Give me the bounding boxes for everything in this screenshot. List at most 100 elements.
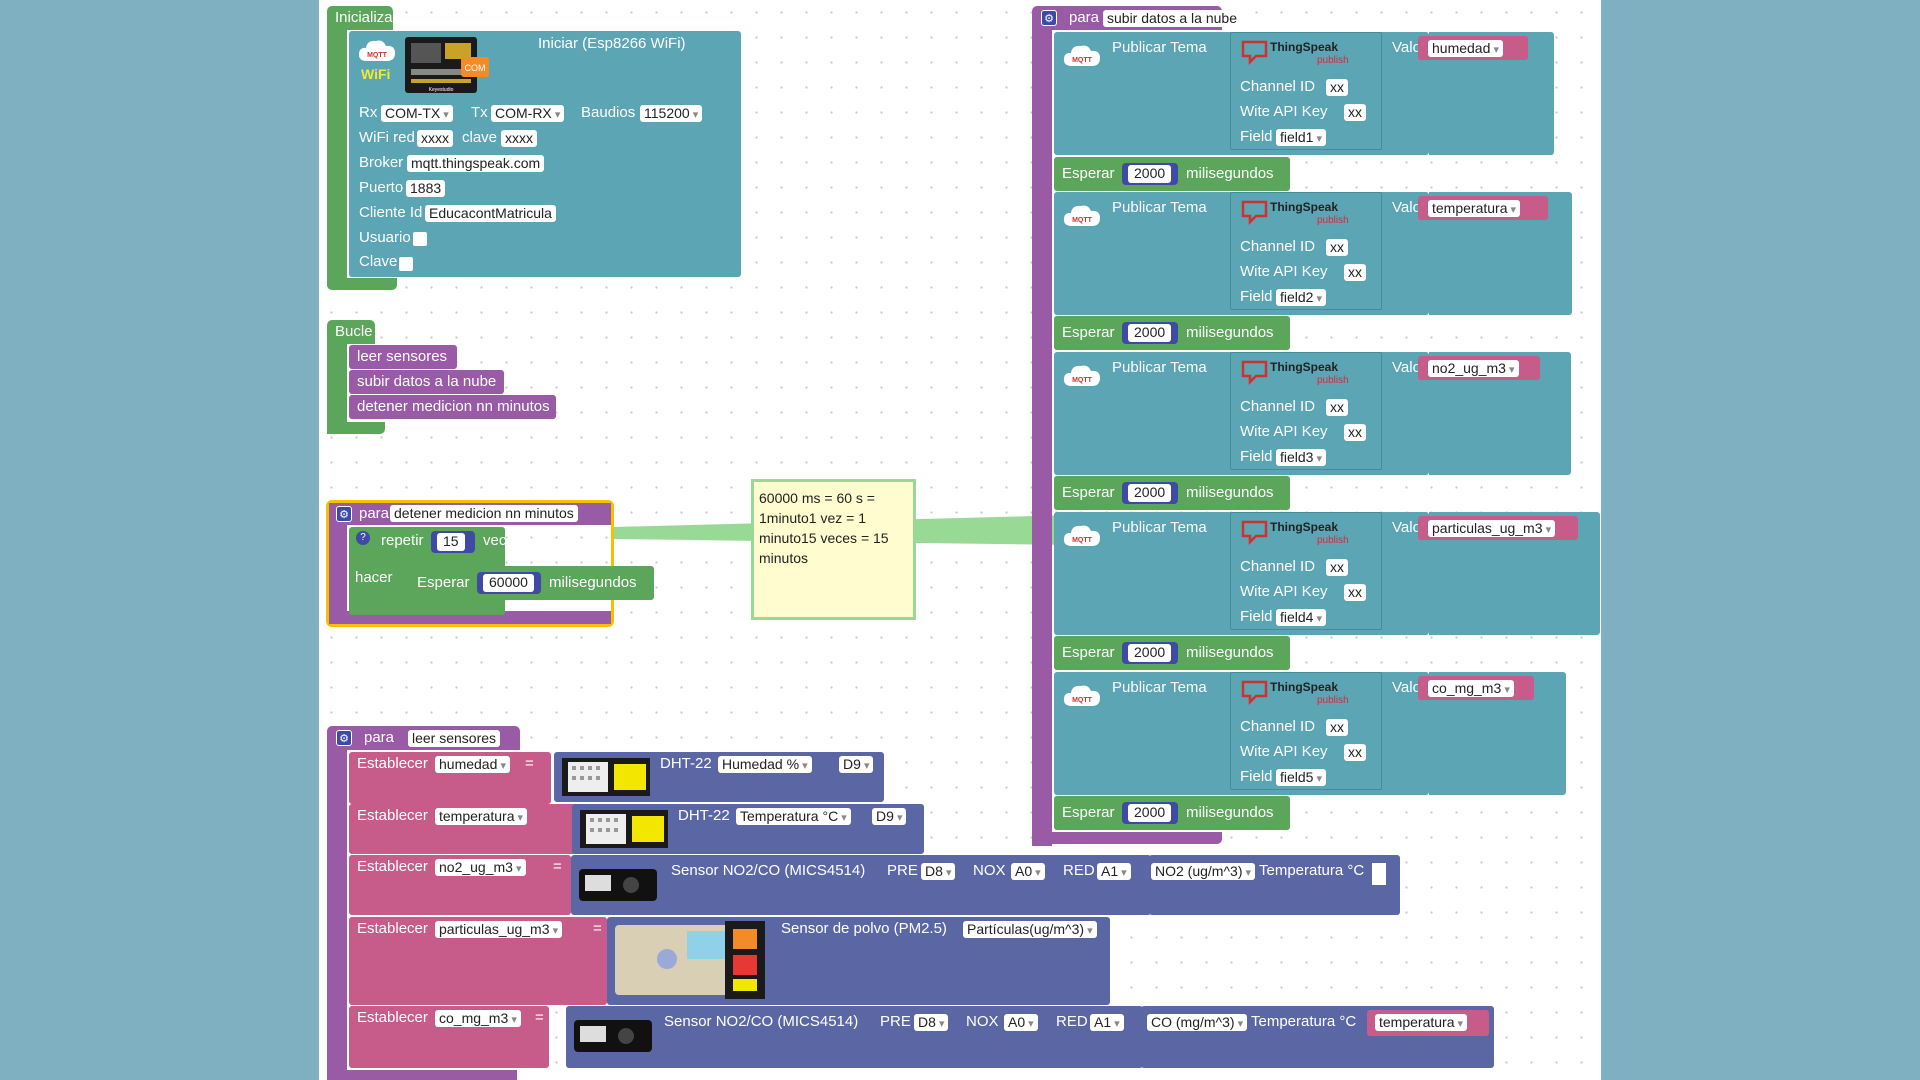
- client-id-input[interactable]: EducacontMatricula: [425, 205, 556, 222]
- dht22-humidity-block[interactable]: DHT-22 Humedad % D9: [554, 752, 884, 802]
- stop-procedure-name[interactable]: detener medicion nn minutos: [390, 505, 578, 522]
- wait-ms-input[interactable]: 60000: [477, 572, 541, 594]
- gear-icon[interactable]: ⚙: [336, 506, 352, 522]
- tx-dropdown[interactable]: COM-RX: [491, 105, 565, 122]
- user-input[interactable]: [413, 232, 427, 246]
- set-particulas-block[interactable]: Establecer particulas_ug_m3 =: [349, 917, 607, 1005]
- dht22-measure-dropdown[interactable]: Temperatura °C: [736, 808, 851, 825]
- set-co-block[interactable]: Establecer co_mg_m3 =: [349, 1006, 549, 1068]
- port-input[interactable]: 1883: [406, 180, 446, 197]
- broker-input[interactable]: mqtt.thingspeak.com: [407, 155, 545, 172]
- api-key-input[interactable]: xx: [1344, 424, 1366, 441]
- upload-procedure-header[interactable]: ⚙ para subir datos a la nube: [1032, 6, 1241, 30]
- wait-2000-block-4[interactable]: Esperar 2000 milisegundos: [1054, 636, 1290, 670]
- upload-procedure-name[interactable]: subir datos a la nube: [1103, 10, 1241, 27]
- mics4514-no2-block[interactable]: Sensor NO2/CO (MICS4514) PRE D8 NOX A0 R…: [571, 855, 1151, 915]
- init-hat-block[interactable]: Inicializar: [327, 6, 398, 30]
- read-procedure-header[interactable]: ⚙ para leer sensores: [327, 726, 520, 750]
- dht22-measure-dropdown[interactable]: Humedad %: [718, 756, 812, 773]
- var-humedad-dropdown[interactable]: humedad: [435, 756, 510, 773]
- rx-dropdown[interactable]: COM-TX: [381, 105, 453, 122]
- field-dropdown[interactable]: field4: [1276, 609, 1327, 626]
- wifi-ssid-input[interactable]: xxxx: [417, 130, 453, 147]
- temperatura-var-dropdown[interactable]: temperatura: [1375, 1014, 1468, 1031]
- read-procedure-name[interactable]: leer sensores: [408, 730, 501, 747]
- channel-id-input[interactable]: xx: [1326, 559, 1348, 576]
- dust-sensor-block[interactable]: Sensor de polvo (PM2.5) Partículas(ug/m^…: [607, 917, 1110, 1005]
- api-key-input[interactable]: xx: [1344, 744, 1366, 761]
- gas-type-dropdown[interactable]: NO2 (ug/m^3): [1151, 863, 1256, 880]
- gas-type-dropdown[interactable]: CO (mg/m^3): [1147, 1014, 1248, 1031]
- valor-var-dropdown[interactable]: humedad: [1428, 40, 1503, 57]
- var-particulas-dropdown[interactable]: particulas_ug_m3: [435, 921, 563, 938]
- api-key-input[interactable]: xx: [1344, 104, 1366, 121]
- channel-id-input[interactable]: xx: [1326, 79, 1348, 96]
- call-leer-sensores[interactable]: leer sensores: [349, 345, 457, 369]
- field-dropdown[interactable]: field5: [1276, 769, 1327, 786]
- pre-pin-dropdown[interactable]: D8: [914, 1014, 949, 1031]
- set-humedad-block[interactable]: Establecer humedad =: [349, 752, 551, 804]
- field-dropdown[interactable]: field2: [1276, 289, 1327, 306]
- call-detener-medicion[interactable]: detener medicion nn minutos: [349, 395, 556, 419]
- wait-ms-input[interactable]: 2000: [1122, 802, 1178, 824]
- empty-input-socket[interactable]: [1372, 863, 1386, 885]
- mics4514-no2-block-ext[interactable]: NO2 (ug/m^3) Temperatura °C: [1149, 855, 1400, 915]
- password-input[interactable]: [399, 257, 413, 271]
- stop-procedure-block[interactable]: ⚙ para detener medicion nn minutos ? rep…: [326, 500, 654, 627]
- mics4514-co-block-ext[interactable]: CO (mg/m^3) Temperatura °C temperatura: [1141, 1006, 1494, 1068]
- wait-2000-block-5[interactable]: Esperar 2000 milisegundos: [1054, 796, 1290, 830]
- api-key-input[interactable]: xx: [1344, 584, 1366, 601]
- wait-ms-input[interactable]: 2000: [1122, 322, 1178, 344]
- comment-text[interactable]: 60000 ms = 60 s = 1minuto1 vez = 1 minut…: [759, 490, 889, 566]
- gear-icon[interactable]: ⚙: [336, 730, 352, 746]
- call-subir-datos[interactable]: subir datos a la nube: [349, 370, 504, 394]
- field-dropdown[interactable]: field3: [1276, 449, 1327, 466]
- comment-bubble[interactable]: 60000 ms = 60 s = 1minuto1 vez = 1 minut…: [751, 479, 916, 620]
- valor-var-dropdown[interactable]: temperatura: [1428, 200, 1521, 217]
- publish-block-2[interactable]: MQTT Publicar Tema: [1054, 192, 1254, 315]
- wait-ms-input[interactable]: 2000: [1122, 482, 1178, 504]
- api-key-input[interactable]: xx: [1344, 264, 1366, 281]
- repeat-count-input[interactable]: 15: [431, 531, 475, 553]
- dht22-pin-dropdown[interactable]: D9: [839, 756, 874, 773]
- wait-2000-block-1[interactable]: Esperar 2000 milisegundos: [1054, 157, 1290, 191]
- valor-var-block-3[interactable]: no2_ug_m3: [1418, 356, 1540, 380]
- valor-var-dropdown[interactable]: co_mg_m3: [1428, 680, 1514, 697]
- channel-id-input[interactable]: xx: [1326, 399, 1348, 416]
- dht22-pin-dropdown[interactable]: D9: [872, 808, 907, 825]
- baud-dropdown[interactable]: 115200: [640, 105, 703, 122]
- var-no2-dropdown[interactable]: no2_ug_m3: [435, 859, 526, 876]
- red-pin-dropdown[interactable]: A1: [1097, 863, 1131, 880]
- red-pin-dropdown[interactable]: A1: [1090, 1014, 1124, 1031]
- publish-block-5[interactable]: MQTT Publicar Tema: [1054, 672, 1254, 795]
- help-icon[interactable]: ?: [356, 531, 370, 545]
- field-dropdown[interactable]: field1: [1276, 129, 1327, 146]
- valor-var-dropdown[interactable]: particulas_ug_m3: [1428, 520, 1556, 537]
- channel-id-input[interactable]: xx: [1326, 719, 1348, 736]
- publish-block-1[interactable]: MQTT Publicar Tema: [1054, 32, 1254, 155]
- set-temperatura-block[interactable]: Establecer temperatura =: [349, 804, 591, 854]
- esp8266-init-block[interactable]: MQTT WiFi COM Keyestudio Iniciar (Esp826…: [349, 31, 741, 277]
- set-no2-block[interactable]: Establecer no2_ug_m3 =: [349, 855, 571, 915]
- pre-pin-dropdown[interactable]: D8: [921, 863, 956, 880]
- valor-var-block-2[interactable]: temperatura: [1418, 196, 1548, 220]
- dht22-temperature-block[interactable]: DHT-22 Temperatura °C D9: [572, 804, 924, 854]
- channel-id-input[interactable]: xx: [1326, 239, 1348, 256]
- wifi-pass-input[interactable]: xxxx: [501, 130, 537, 147]
- valor-var-dropdown[interactable]: no2_ug_m3: [1428, 360, 1519, 377]
- wait-ms-input[interactable]: 2000: [1122, 642, 1178, 664]
- wait-2000-block-3[interactable]: Esperar 2000 milisegundos: [1054, 476, 1290, 510]
- publish-block-4[interactable]: MQTT Publicar Tema: [1054, 512, 1254, 635]
- wait-60000-block[interactable]: Esperar 60000 milisegundos: [409, 566, 654, 600]
- mics4514-co-block[interactable]: Sensor NO2/CO (MICS4514) PRE D8 NOX A0 R…: [566, 1006, 1143, 1068]
- nox-pin-dropdown[interactable]: A0: [1004, 1014, 1038, 1031]
- var-temperatura-dropdown[interactable]: temperatura: [435, 808, 528, 825]
- wait-ms-input[interactable]: 2000: [1122, 163, 1178, 185]
- blockly-workspace[interactable]: Inicializar MQTT WiFi COM Keyestudio Ini…: [319, 0, 1601, 1080]
- valor-var-block-1[interactable]: humedad: [1418, 36, 1528, 60]
- publish-block-3[interactable]: MQTT Publicar Tema: [1054, 352, 1254, 475]
